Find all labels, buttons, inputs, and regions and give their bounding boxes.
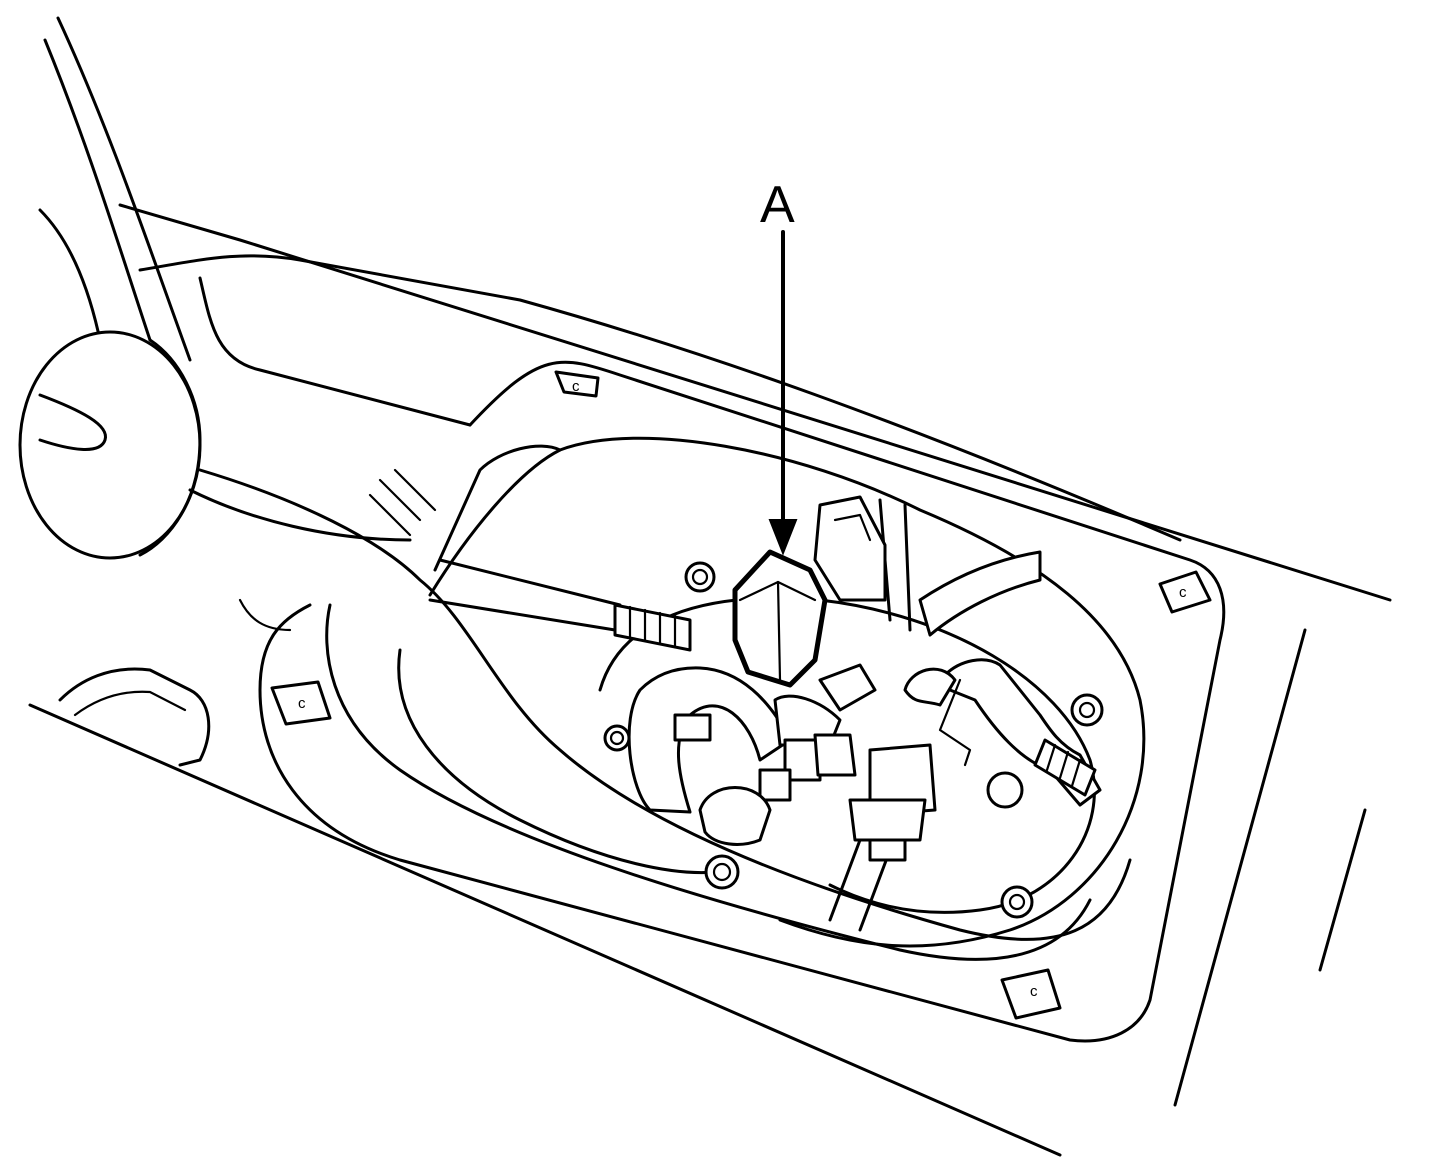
clip-label: c [1179,584,1187,601]
clips: c c c c [270,370,1212,1020]
clip-3: c [1158,570,1212,614]
bolt-2 [603,724,631,752]
access-recess [58,360,1226,1043]
clip-label: c [298,695,306,712]
callout-a: A [760,176,798,556]
bolt-3 [704,854,740,890]
fuel-line-fitting-left [613,603,692,652]
callout-a-label: A [760,176,795,234]
bolt-4 [1000,885,1034,919]
grommet [18,330,202,560]
floor-panel [28,16,1392,1157]
fuel-line-fitting-right [1033,738,1097,797]
bolt-5 [1070,693,1104,727]
clip-4: c [1000,968,1062,1020]
fuel-lines [428,498,1102,932]
clip-label: c [572,378,580,395]
fuel-pump-flange [397,436,1146,948]
flange-bolts [603,561,1104,919]
pump-module [673,495,937,862]
clip-2: c [270,680,332,726]
bolt-6 [986,771,1024,809]
callout-a-arrowhead [768,519,798,556]
fuel-pump-connector [732,549,828,688]
clip-label: c [1030,983,1038,1000]
bolt-1 [684,561,716,593]
clip-1: c [554,370,600,398]
